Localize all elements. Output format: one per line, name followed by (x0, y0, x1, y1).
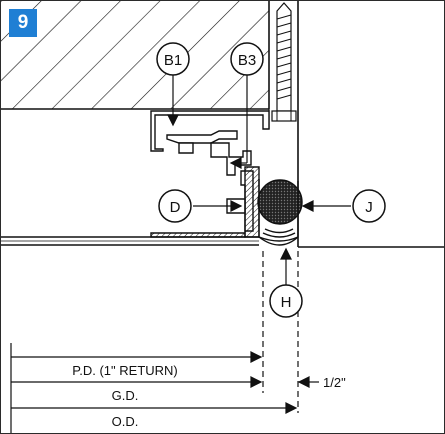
figure-number-badge: 9 (9, 9, 37, 37)
callout-label-h: H (281, 294, 292, 311)
callout-circle-h: H (269, 284, 303, 318)
backer-rod (257, 179, 303, 225)
dimension-label-half-inch: 1/2" (323, 375, 346, 390)
panel-edges (1, 236, 259, 246)
callout-label-b1: B1 (164, 52, 182, 69)
callout-circle-j: J (352, 189, 386, 223)
projection-lines (262, 251, 299, 413)
callout-label-d: D (170, 199, 181, 216)
screw-fastener (271, 2, 297, 122)
upper-wall-hatch (1, 1, 270, 110)
sealant-bead (258, 179, 299, 246)
callout-label-b3: B3 (238, 52, 256, 69)
b1-extrusion (150, 110, 270, 176)
callout-leaders (167, 74, 351, 286)
dimension-label-od: O.D. (112, 414, 139, 429)
callout-circle-d: D (158, 189, 192, 223)
callout-label-j: J (365, 199, 373, 216)
callout-circle-b1: B1 (156, 42, 190, 76)
dimension-lines (10, 343, 319, 433)
dimension-label-pd: P.D. (1" RETURN) (72, 363, 178, 378)
dimension-label-gd: G.D. (112, 388, 139, 403)
callout-circle-b3: B3 (230, 42, 264, 76)
